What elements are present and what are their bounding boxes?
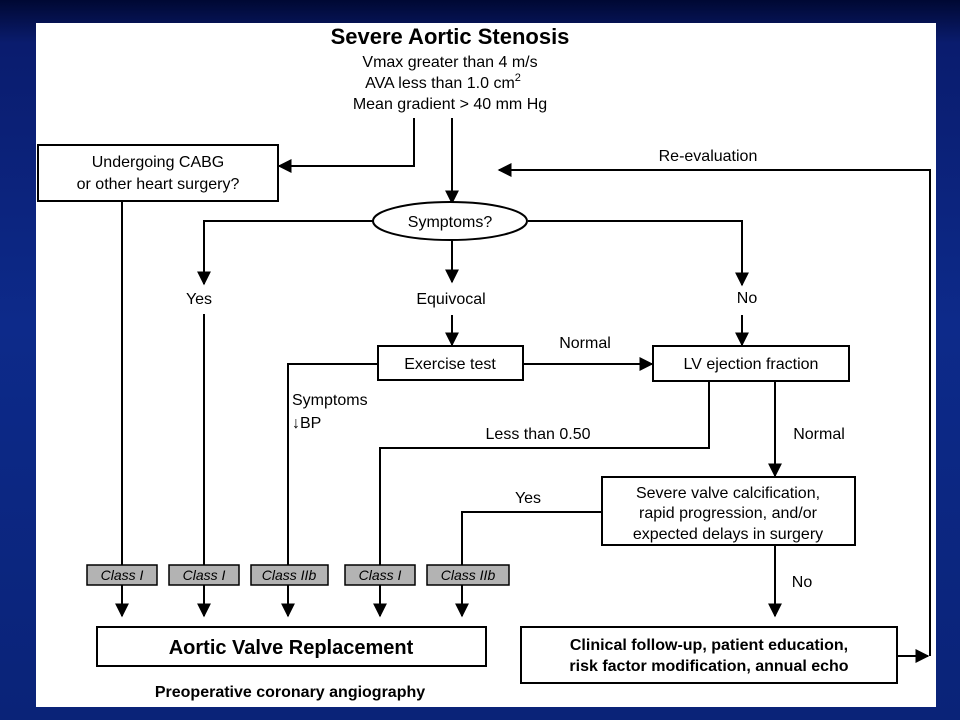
normal-lv-label: Normal [793,426,845,443]
calcification-node: Severe valve calcification, rapid progre… [601,476,856,546]
reevaluation-label: Re-evaluation [659,148,758,165]
class-badge-calcification: Class IIb [426,564,510,586]
symptoms-bp-label-1: Symptoms [292,392,368,409]
criteria-gradient: Mean gradient > 40 mm Hg [353,96,547,113]
exercise-test-label: Exercise test [404,356,496,373]
class-badge-cabg-label: Class I [101,567,144,583]
cabg-label-1: Undergoing CABG [92,154,225,171]
class-badge-exercise: Class IIb [250,564,329,586]
normal-exercise-label: Normal [559,335,611,352]
calcification-label-3: expected delays in surgery [633,526,823,543]
no-label: No [737,290,758,307]
yes-calcification-label: Yes [515,490,541,507]
criteria-ava: AVA less than 1.0 cm2 [365,72,521,92]
equivocal-label: Equivocal [416,291,485,308]
criteria-ava-text: AVA less than 1.0 cm [365,75,515,92]
followup-node: Clinical follow-up, patient education, r… [520,626,898,684]
class-badge-lowef-label: Class I [359,567,402,583]
class-badge-calcification-label: Class IIb [441,567,496,583]
no-calcification-label: No [792,574,813,591]
criteria-ava-sup: 2 [515,72,521,84]
yes-label: Yes [186,291,212,308]
chart-title: Severe Aortic Stenosis [331,24,570,49]
class-badge-exercise-label: Class IIb [262,567,317,583]
symptoms-label: Symptoms? [408,214,493,231]
calcification-label-2: rapid progression, and/or [639,505,818,522]
less-than-label: Less than 0.50 [486,426,591,443]
symptoms-bp-label-2: ↓BP [292,415,321,432]
avr-label: Aortic Valve Replacement [169,637,414,659]
calcification-label-1: Severe valve calcification, [636,485,820,502]
symptoms-node: Symptoms? [372,201,528,241]
class-badge-cabg: Class I [86,564,158,586]
class-badge-yes-label: Class I [183,567,226,583]
followup-label-2: risk factor modification, annual echo [569,658,848,675]
avr-node: Aortic Valve Replacement [96,626,487,667]
cabg-node: Undergoing CABG or other heart surgery? [37,144,279,202]
criteria-vmax: Vmax greater than 4 m/s [362,54,537,71]
lv-ef-node: LV ejection fraction [652,345,850,382]
lv-ef-label: LV ejection fraction [684,356,819,373]
followup-label-1: Clinical follow-up, patient education, [570,637,848,654]
connectors [115,118,931,663]
cabg-label-2: or other heart surgery? [77,176,240,193]
exercise-test-node: Exercise test [377,345,524,381]
class-badge-lowef: Class I [344,564,416,586]
class-badge-yes: Class I [168,564,240,586]
footer-note: Preoperative coronary angiography [155,684,425,701]
